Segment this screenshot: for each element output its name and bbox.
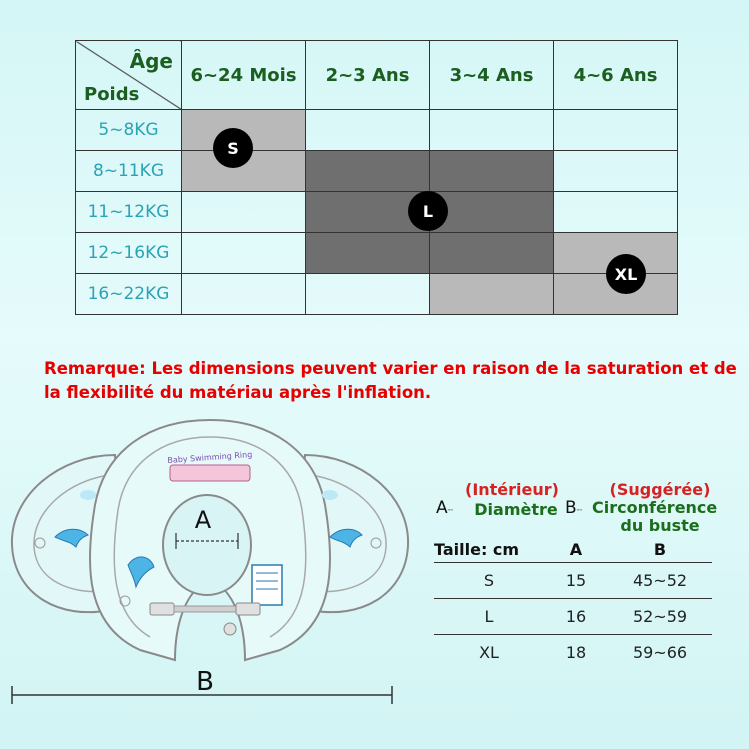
size-cell [305, 232, 430, 274]
ball-icon [370, 537, 382, 549]
b-legend-letter: B [565, 498, 577, 518]
size-cell [429, 232, 554, 274]
size-cell [305, 273, 430, 315]
size-chart-table: Âge Poids 6~24 Mois 2~3 Ans 3~4 Ans 4~6 … [75, 40, 678, 315]
size-cell [553, 150, 678, 192]
a-value-cell: 16 [544, 598, 608, 635]
b-measure-label: B [196, 667, 214, 697]
size-name-cell: S [434, 562, 544, 599]
size-table-row: 11~12KG [75, 191, 678, 233]
a-value-cell: 18 [544, 634, 608, 670]
b-legend-prefix: B┈ [565, 498, 583, 518]
size-table-row: 12~16KG [75, 232, 678, 274]
size-table-header-row: Âge Poids 6~24 Mois 2~3 Ans 3~4 Ans 4~6 … [75, 40, 678, 110]
remark-text: Remarque: Les dimensions peuvent varier … [44, 359, 737, 402]
weight-row-header: 8~11KG [75, 150, 182, 192]
size-cell [553, 191, 678, 233]
size-badge-l: L [408, 191, 448, 231]
weight-row-header: 5~8KG [75, 109, 182, 151]
b-value-cell: 52~59 [608, 598, 712, 635]
dimensions-row: XL 18 59~66 [434, 634, 712, 670]
body-seam-left [113, 436, 211, 638]
size-cell [305, 109, 430, 151]
neck-hole-shape [162, 494, 252, 596]
dimensions-row: S 15 45~52 [434, 562, 712, 599]
size-cell [429, 273, 554, 315]
product-logo-badge [169, 464, 251, 482]
size-table-row: 5~8KG [75, 109, 678, 151]
size-cell [181, 273, 306, 315]
body-seam-right [209, 436, 307, 638]
size-cell [553, 232, 678, 274]
size-cell [181, 232, 306, 274]
age-header-label: Âge [129, 49, 173, 73]
age-column-header: 4~6 Ans [553, 40, 678, 110]
cloud-icon [80, 490, 96, 500]
size-badge-xl: XL [606, 254, 646, 294]
size-badge-s: S [213, 128, 253, 168]
weight-row-header: 11~12KG [75, 191, 182, 233]
size-table-row: 16~22KG [75, 273, 678, 315]
size-cell [305, 150, 430, 192]
size-name-cell: XL [434, 634, 544, 670]
age-column-header: 6~24 Mois [181, 40, 306, 110]
a-column-header: A [569, 539, 583, 559]
a-legend-qualifier: (Intérieur) [465, 480, 559, 499]
size-unit-header: Taille: cm [434, 539, 520, 559]
dimensions-row: L 16 52~59 [434, 598, 712, 635]
cloud-icon [322, 490, 338, 500]
left-wing-seam [33, 474, 111, 593]
weight-row-header: 16~22KG [75, 273, 182, 315]
size-cell [429, 109, 554, 151]
b-value-cell: 45~52 [608, 562, 712, 599]
size-cell [429, 191, 554, 233]
b-legend-qualifier: (Suggérée) [609, 480, 711, 499]
dolphin-icon [54, 528, 89, 548]
a-legend-prefix: A┈ [436, 498, 454, 518]
a-value-cell: 15 [544, 562, 608, 599]
a-legend-letter: A [436, 498, 448, 518]
product-label-panel [251, 564, 283, 606]
size-cell [181, 191, 306, 233]
dolphin-icon [127, 556, 155, 589]
buckle-icon [149, 602, 261, 636]
age-column-header: 3~4 Ans [429, 40, 554, 110]
dimensions-table: Taille: cm A B S 15 45~52 L 16 52~59 XL … [434, 536, 712, 670]
a-legend-title: Diamètre [474, 500, 558, 519]
size-cell [429, 150, 554, 192]
size-name-cell: L [434, 598, 544, 635]
corner-cell: Âge Poids [75, 40, 182, 110]
weight-header-label: Poids [84, 84, 140, 105]
float-diagram: A Baby Swimming Ring B [10, 418, 410, 704]
a-measure-label: A [195, 506, 212, 534]
weight-row-header: 12~16KG [75, 232, 182, 274]
b-legend-title: Circonférence [592, 498, 718, 517]
age-column-header: 2~3 Ans [305, 40, 430, 110]
b-legend-subtitle: du buste [620, 516, 700, 535]
ball-icon [119, 595, 131, 607]
size-table-row: 8~11KG [75, 150, 678, 192]
right-wing-seam [309, 474, 387, 593]
dolphin-icon [329, 528, 363, 548]
ball-icon [34, 537, 46, 549]
b-column-header: B [653, 539, 667, 559]
b-value-cell: 59~66 [608, 634, 712, 670]
dimensions-header-row: Taille: cm A B [434, 536, 712, 563]
size-cell [553, 109, 678, 151]
